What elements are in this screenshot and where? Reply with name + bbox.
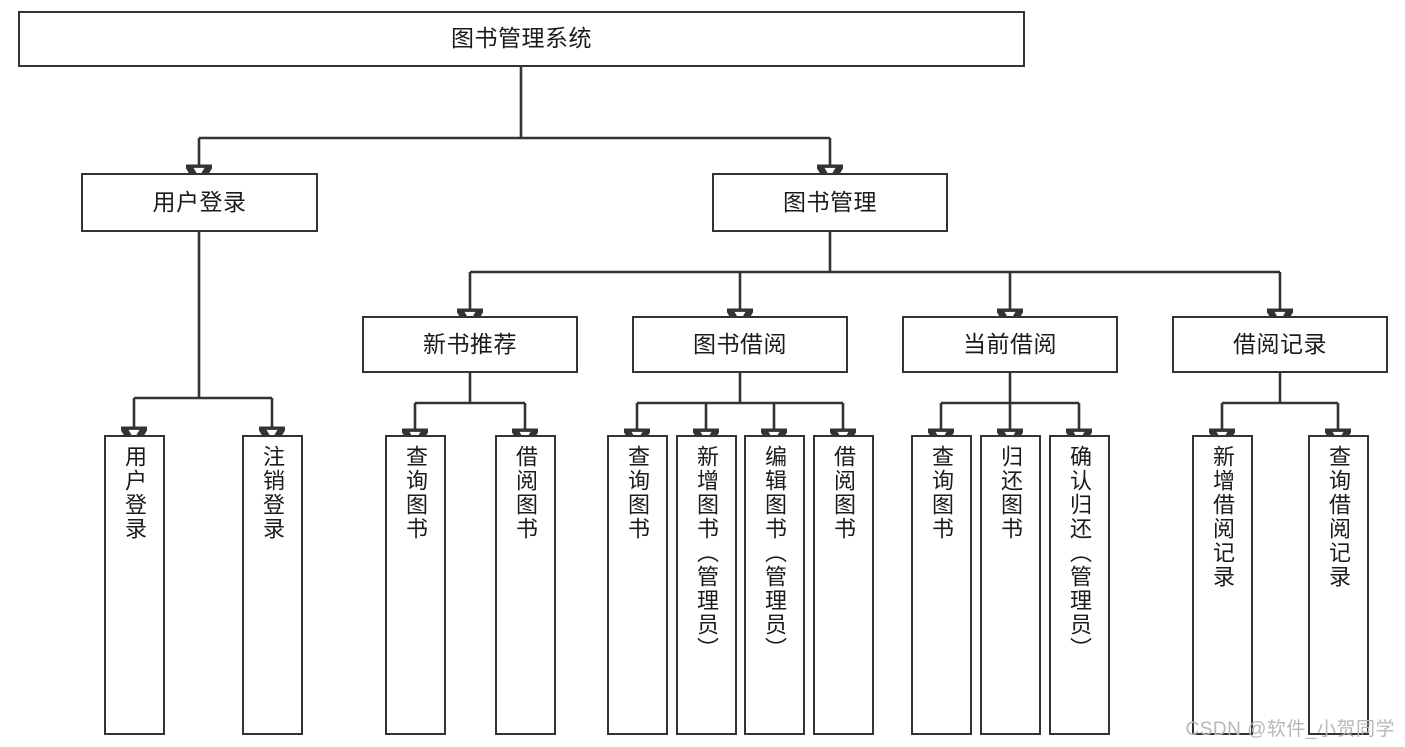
node-book-management-label: 图书管理 xyxy=(783,188,877,215)
leaf-current-confirm-return[interactable]: 确认归还（管理员） xyxy=(1049,435,1110,735)
leaf-user-login-label: 用户登录 xyxy=(122,445,148,541)
node-current-borrow-label: 当前借阅 xyxy=(963,330,1057,357)
node-borrow-record[interactable]: 借阅记录 xyxy=(1172,316,1388,373)
leaf-newbook-query-book-label: 查询图书 xyxy=(403,445,429,541)
leaf-borrow-borrow-book[interactable]: 借阅图书 xyxy=(813,435,874,735)
leaf-current-confirm-return-label: 确认归还（管理员） xyxy=(1067,445,1093,661)
node-book-borrow[interactable]: 图书借阅 xyxy=(632,316,848,373)
node-user-login-label: 用户登录 xyxy=(152,188,247,215)
leaf-borrow-add-book[interactable]: 新增图书（管理员） xyxy=(676,435,737,735)
node-root-label: 图书管理系统 xyxy=(451,25,592,52)
leaf-current-return-book-label: 归还图书 xyxy=(998,445,1024,541)
leaf-borrow-add-book-label: 新增图书（管理员） xyxy=(694,445,720,661)
leaf-record-add-label: 新增借阅记录 xyxy=(1210,445,1236,589)
leaf-current-query-book[interactable]: 查询图书 xyxy=(911,435,972,735)
node-root[interactable]: 图书管理系统 xyxy=(18,11,1025,67)
leaf-current-query-book-label: 查询图书 xyxy=(929,445,955,541)
node-new-book-recommend-label: 新书推荐 xyxy=(423,330,517,357)
leaf-borrow-borrow-book-label: 借阅图书 xyxy=(831,445,857,541)
leaf-user-login[interactable]: 用户登录 xyxy=(104,435,165,735)
node-book-management[interactable]: 图书管理 xyxy=(712,173,948,232)
leaf-record-query[interactable]: 查询借阅记录 xyxy=(1308,435,1369,735)
node-new-book-recommend[interactable]: 新书推荐 xyxy=(362,316,578,373)
leaf-newbook-borrow-book-label: 借阅图书 xyxy=(513,445,539,541)
leaf-logout-label: 注销登录 xyxy=(260,445,286,541)
leaf-borrow-query-book-label: 查询图书 xyxy=(625,445,651,541)
watermark: CSDN @软件_小贺同学 xyxy=(1185,719,1395,740)
leaf-newbook-borrow-book[interactable]: 借阅图书 xyxy=(495,435,556,735)
leaf-record-add[interactable]: 新增借阅记录 xyxy=(1192,435,1253,735)
node-borrow-record-label: 借阅记录 xyxy=(1233,330,1327,357)
leaf-borrow-edit-book-label: 编辑图书（管理员） xyxy=(762,445,788,661)
node-user-login[interactable]: 用户登录 xyxy=(81,173,318,232)
leaf-newbook-query-book[interactable]: 查询图书 xyxy=(385,435,446,735)
leaf-borrow-edit-book[interactable]: 编辑图书（管理员） xyxy=(744,435,805,735)
leaf-logout[interactable]: 注销登录 xyxy=(242,435,303,735)
leaf-current-return-book[interactable]: 归还图书 xyxy=(980,435,1041,735)
leaf-borrow-query-book[interactable]: 查询图书 xyxy=(607,435,668,735)
node-current-borrow[interactable]: 当前借阅 xyxy=(902,316,1118,373)
node-book-borrow-label: 图书借阅 xyxy=(693,330,787,357)
leaf-record-query-label: 查询借阅记录 xyxy=(1326,445,1352,589)
